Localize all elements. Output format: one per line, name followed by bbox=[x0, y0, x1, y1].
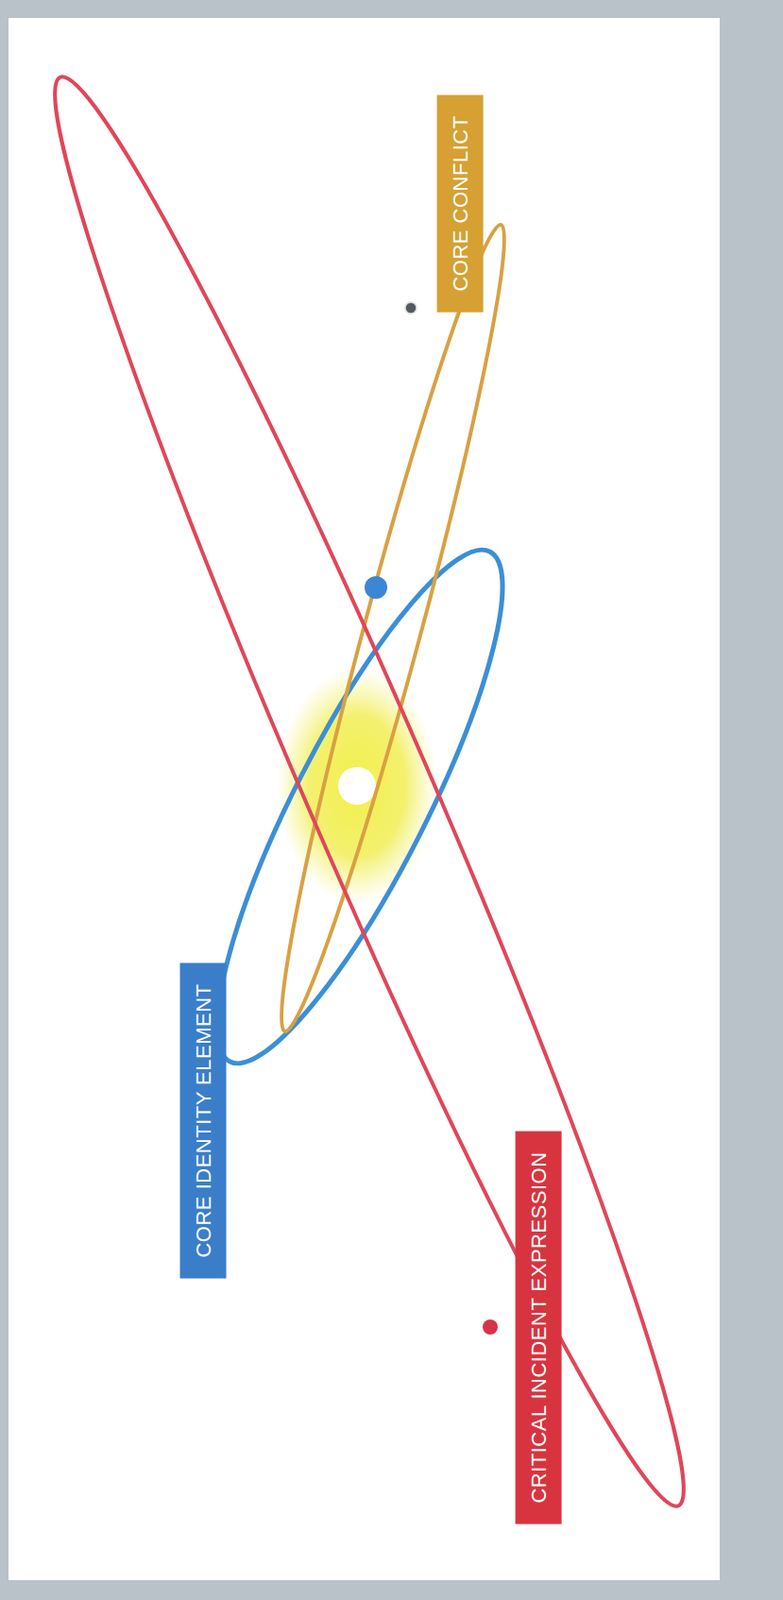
white-panel bbox=[8, 17, 720, 1581]
identity-label-box: CORE IDENTITY ELEMENT bbox=[180, 962, 227, 1278]
sun-core bbox=[338, 766, 376, 805]
grey-planet bbox=[405, 302, 417, 314]
incident-label-box: CRITICAL INCIDENT EXPRESSION bbox=[515, 1130, 562, 1524]
conflict-label-box: CORE CONFLICT bbox=[437, 94, 484, 312]
label-text: CORE CONFLICT bbox=[448, 115, 473, 291]
red-planet bbox=[482, 1319, 498, 1335]
label-text: CORE IDENTITY ELEMENT bbox=[191, 983, 216, 1258]
label-text: CRITICAL INCIDENT EXPRESSION bbox=[527, 1151, 551, 1503]
blue-planet bbox=[364, 576, 388, 599]
red-orbit bbox=[2, 52, 736, 1532]
blue-orbit bbox=[170, 521, 549, 1092]
